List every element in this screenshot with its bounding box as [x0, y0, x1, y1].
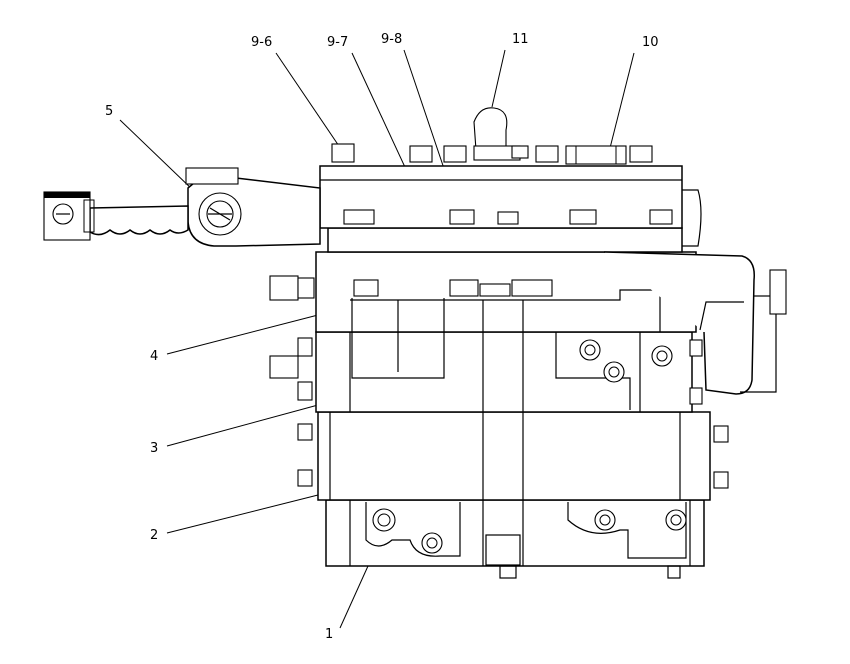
side-bolt-icon: [713, 425, 729, 443]
top-bolt-icon: [409, 145, 433, 163]
top-bolt-icon: [629, 145, 653, 163]
part-11-clamp: [473, 107, 508, 151]
leader-line-9-6: [275, 52, 344, 153]
leader-line-1: [339, 565, 369, 629]
callout-label-2: 2: [150, 528, 158, 543]
side-bolt-icon: [297, 469, 313, 487]
lever-rod: [89, 205, 189, 236]
callout-label-4: 4: [150, 349, 158, 364]
part-5-lever: [43, 167, 321, 247]
hex-bolt-icon: [449, 279, 479, 297]
leader-line-11: [491, 49, 506, 108]
hex-bolt-icon: [479, 283, 511, 297]
lever-cap: [185, 167, 239, 185]
callout-label-9-7: 9-7: [327, 35, 348, 50]
callout-label-11: 11: [512, 32, 529, 47]
section-3-body: [315, 331, 693, 413]
top-cover: [319, 107, 702, 247]
hex-bolt-icon: [579, 339, 601, 361]
plug-icon: [769, 269, 787, 315]
callout-label-1: 1: [325, 627, 333, 642]
hex-bolt-icon: [511, 279, 553, 297]
callout-label-9-8: 9-8: [381, 32, 402, 47]
hex-bolt-icon: [353, 279, 379, 297]
leader-line-4: [166, 314, 319, 355]
top-bolt-icon: [535, 145, 559, 163]
hex-bolt-icon: [421, 532, 443, 554]
hex-bolt-icon: [603, 361, 625, 383]
leader-line-3: [166, 404, 319, 447]
side-bolt-icon: [689, 387, 703, 405]
side-bolt-icon: [297, 337, 313, 357]
leader-line-10: [609, 52, 635, 149]
mid-bolt-icon: [497, 211, 519, 225]
callout-label-3: 3: [150, 441, 158, 456]
section-2-body: [317, 411, 711, 501]
hex-bolt-icon: [651, 345, 673, 367]
side-bolt-icon: [713, 471, 729, 489]
callout-label-9-6: 9-6: [251, 35, 272, 50]
side-bolt-icon: [689, 339, 703, 357]
callout-label-5: 5: [105, 104, 113, 119]
mid-bolt-icon: [649, 209, 673, 225]
section-upper-manifold: [327, 227, 787, 395]
top-bolt-icon: [331, 143, 355, 163]
hex-bolt-icon: [372, 508, 396, 532]
leader-line-2: [166, 494, 319, 534]
side-bolt-icon: [297, 381, 313, 401]
fitting-icon: [269, 355, 299, 379]
side-bolt-icon: [297, 277, 315, 299]
part-10-block: [565, 145, 627, 165]
mid-bolt-icon: [343, 209, 375, 225]
hex-bolt-icon: [665, 509, 687, 531]
leader-line-5: [119, 119, 196, 193]
top-bolt-icon: [443, 145, 467, 163]
mid-bolt-icon: [449, 209, 475, 225]
callout-label-10: 10: [642, 35, 659, 50]
hex-bolt-icon: [594, 509, 616, 531]
section-2: [297, 411, 729, 501]
section-3: [269, 331, 703, 413]
fitting-icon: [269, 275, 299, 301]
side-bolt-icon: [297, 423, 313, 441]
callout-labels: 9-6 9-7 9-8 11 10 5 4 3 2 1: [105, 32, 659, 642]
upper-manifold-plate: [327, 227, 683, 253]
mid-bolt-icon: [569, 209, 597, 225]
section-1-base: [325, 499, 705, 579]
